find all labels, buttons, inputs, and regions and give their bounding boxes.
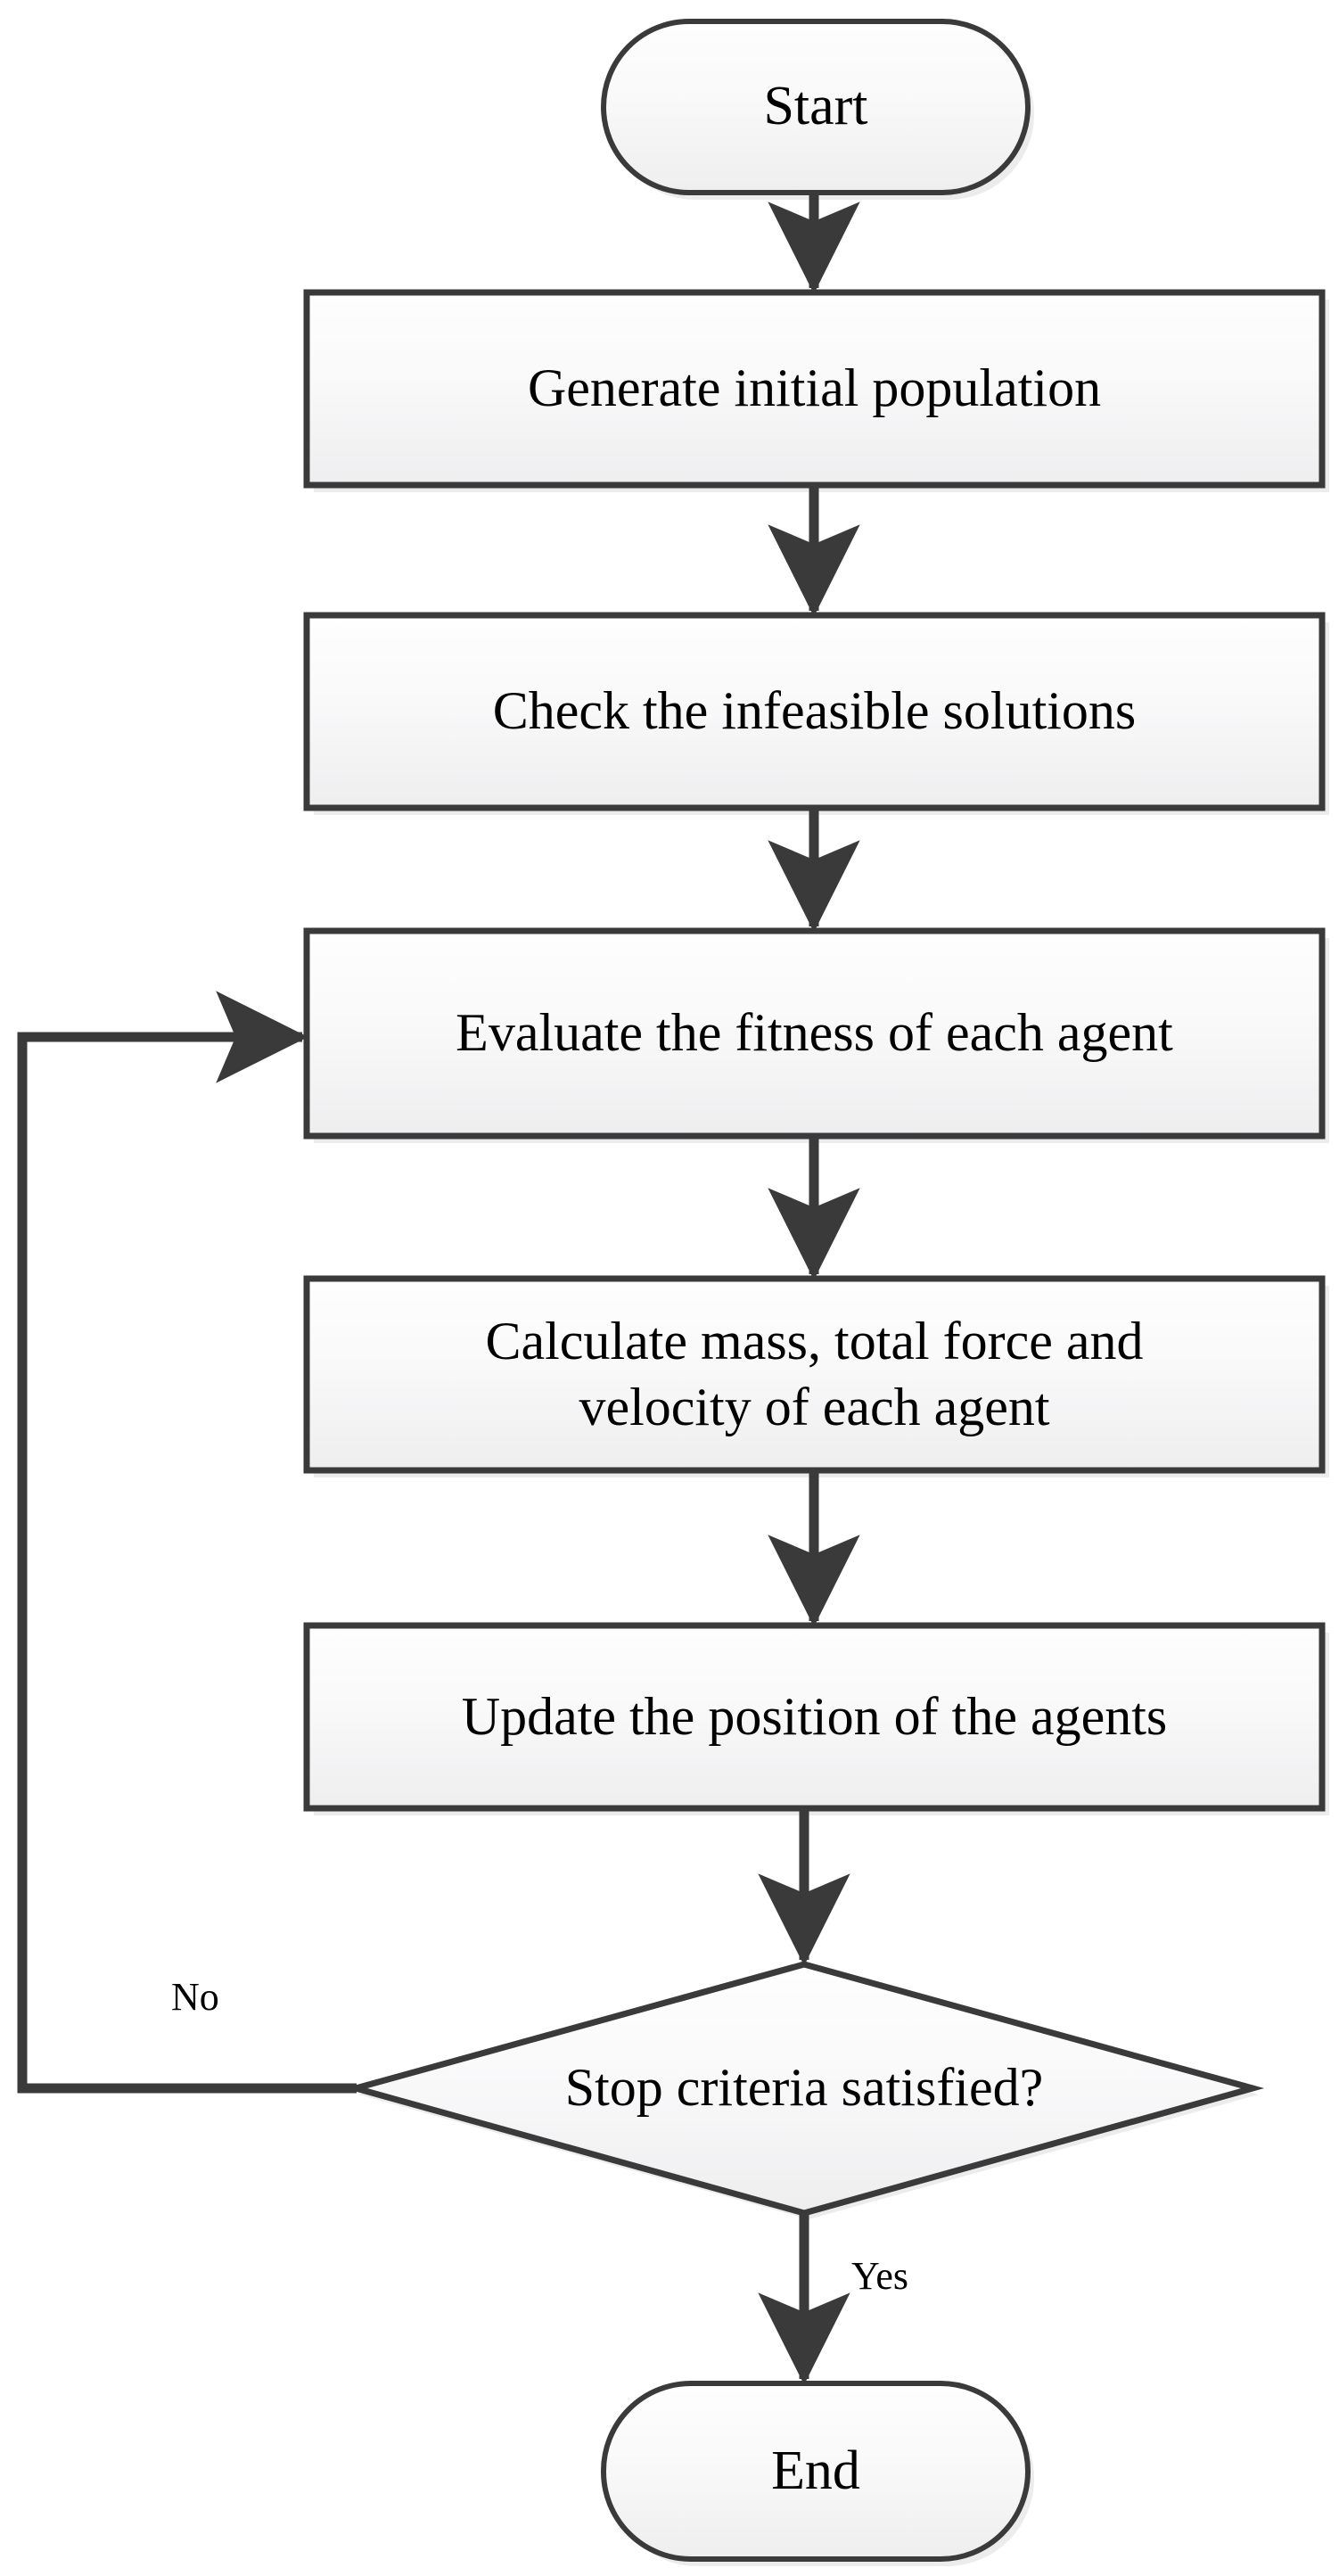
node-evaluate-fitness[interactable]: [303, 927, 1326, 1140]
node-stop-criteria-decision[interactable]: [343, 1961, 1265, 2217]
node-calculate-mass-force-velocity[interactable]: [303, 1275, 1326, 1474]
node-generate-initial-population[interactable]: [303, 289, 1326, 489]
node-update-position[interactable]: [303, 1622, 1326, 1812]
edge-label-yes: Yes: [851, 2254, 909, 2298]
edge-label-no: No: [171, 1975, 219, 2019]
node-start[interactable]: [601, 19, 1031, 195]
node-end[interactable]: [601, 2381, 1031, 2562]
connector-decision-to-evaluate-feedback: [17, 991, 357, 2094]
node-check-infeasible-solutions[interactable]: [303, 612, 1326, 811]
